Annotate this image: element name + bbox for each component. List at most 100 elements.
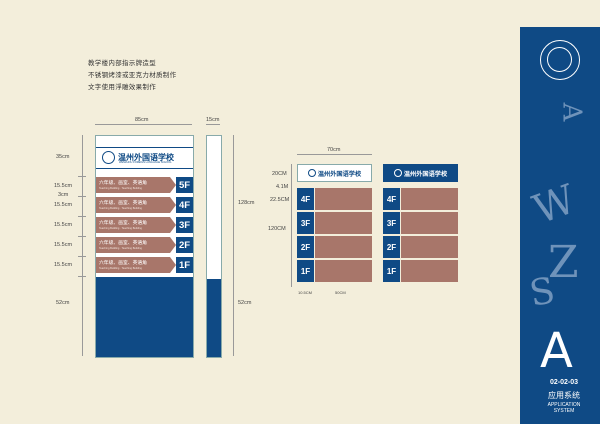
arrow-right-icon xyxy=(170,257,176,273)
section-title-en-1: APPLICATION xyxy=(547,402,581,408)
arrow-right-icon xyxy=(170,237,176,253)
floor-number: 3F xyxy=(176,217,193,233)
right-brand-panel: A W Z S A 02-02-03 应用系统 APPLICATION SYST… xyxy=(520,27,600,424)
dim-tick xyxy=(78,276,86,277)
board-floor-number: 3F xyxy=(297,212,314,234)
school-emblem-icon xyxy=(102,150,115,164)
dim-tick xyxy=(78,256,86,257)
floor-text: 六年级、画室、英语角 xyxy=(99,261,147,266)
floor-text: 六年级、画室、英语角 xyxy=(99,201,147,206)
dim-tick xyxy=(78,196,86,197)
floor-row-1f: 六年级、画室、英语角 Teaching Building · Teaching … xyxy=(96,257,193,273)
description-line-2: 不锈钢烤漆或亚克力材质制作 xyxy=(88,72,177,79)
dim-line-side xyxy=(206,124,220,125)
description-line-3: 文字使用浮雕效果制作 xyxy=(88,84,156,91)
board-row-content xyxy=(315,236,372,258)
deco-letter-a: A xyxy=(556,102,587,122)
section-letter: A xyxy=(540,323,573,379)
dim-128: 128cm xyxy=(238,200,255,206)
dim-tick xyxy=(78,236,86,237)
dim-155c: 15.5cm xyxy=(54,222,73,228)
dim-board-225: 22.5CM xyxy=(270,197,290,203)
main-sign-front: 温州外国语学校 WENZHOU FOREIGN LANGUAGE SCHOOL … xyxy=(95,135,194,358)
dim-vline-board xyxy=(291,164,292,287)
section-title-cn: 应用系统 xyxy=(548,391,580,400)
dim-width-side: 15cm xyxy=(206,117,220,123)
floor-sub: Teaching Building · Teaching Building xyxy=(99,247,142,250)
wall-board-1: 温州外国语学校 4F 3F 2F 1F xyxy=(297,164,372,287)
floor-label: 六年级、画室、英语角 Teaching Building · Teaching … xyxy=(96,237,170,253)
dim-board-20: 20CM xyxy=(272,171,287,177)
dim-tick xyxy=(78,176,86,177)
board-row: 2F xyxy=(297,236,372,258)
dim-vline-side-top xyxy=(233,135,234,278)
board-floor-number: 1F xyxy=(297,260,314,282)
board-floor-number: 2F xyxy=(383,236,400,258)
floor-number: 1F xyxy=(176,257,193,273)
dim-vline-left xyxy=(82,135,83,356)
dim-155d: 15.5cm xyxy=(54,242,73,248)
board-row: 3F xyxy=(297,212,372,234)
floor-row-2f: 六年级、画室、英语角 Teaching Building · Teaching … xyxy=(96,237,193,253)
board-row: 4F xyxy=(297,188,372,210)
board-school-name: 温州外国语学校 xyxy=(317,170,362,178)
sign-top-rule xyxy=(96,147,193,148)
floor-label: 六年级、画室、英语角 Teaching Building · Teaching … xyxy=(96,177,170,193)
floor-sub: Teaching Building · Teaching Building xyxy=(99,227,142,230)
dim-tick xyxy=(78,216,86,217)
floor-text: 六年级、画室、英语角 xyxy=(99,241,147,246)
school-emblem-icon xyxy=(393,169,402,177)
board-floor-number: 4F xyxy=(383,188,400,210)
dim-line-board xyxy=(297,154,372,155)
dim-board-bottom-1: 10.5CM xyxy=(298,290,313,295)
board-row: 3F xyxy=(383,212,458,234)
board-row-content xyxy=(315,260,372,282)
sign-school-name-en: WENZHOU FOREIGN LANGUAGE SCHOOL xyxy=(119,161,172,164)
badge-inner-ring xyxy=(547,47,572,72)
dim-3: 3cm xyxy=(58,192,69,198)
section-title-en-2: SYSTEM xyxy=(553,408,575,414)
board-school-name: 温州外国语学校 xyxy=(403,170,448,178)
section-title-en: APPLICATION SYSTEM xyxy=(532,402,596,414)
floor-number: 4F xyxy=(176,197,193,213)
board-floor-number: 1F xyxy=(383,260,400,282)
board-header: 温州外国语学校 xyxy=(383,164,458,182)
wall-board-2: 温州外国语学校 4F 3F 2F 1F xyxy=(383,164,458,287)
sign-header-rule xyxy=(96,168,193,169)
arrow-right-icon xyxy=(170,217,176,233)
dim-line-width xyxy=(95,124,192,125)
arrow-right-icon xyxy=(170,197,176,213)
school-emblem-icon xyxy=(307,169,316,177)
floor-sub: Teaching Building · Teaching Building xyxy=(99,187,142,190)
dim-board-41: 4.1M xyxy=(276,184,289,190)
floor-row-5f: 六年级、画室、英语角 Teaching Building · Teaching … xyxy=(96,177,193,193)
board-header: 温州外国语学校 xyxy=(297,164,372,182)
side-base xyxy=(207,279,221,357)
dim-board-width: 70cm xyxy=(327,147,341,153)
dim-35: 35cm xyxy=(56,154,70,160)
board-floor-number: 2F xyxy=(297,236,314,258)
floor-label: 六年级、画室、英语角 Teaching Building · Teaching … xyxy=(96,257,170,273)
board-row-content xyxy=(401,236,458,258)
dim-155e: 15.5cm xyxy=(54,262,73,268)
floor-label: 六年级、画室、英语角 Teaching Building · Teaching … xyxy=(96,197,170,213)
board-row-content xyxy=(401,260,458,282)
floor-sub: Teaching Building · Teaching Building xyxy=(99,207,142,210)
floor-number: 5F xyxy=(176,177,193,193)
board-row-content xyxy=(401,212,458,234)
sign-base xyxy=(96,277,193,357)
deco-letter-w: W xyxy=(527,176,582,234)
floor-row-3f: 六年级、画室、英语角 Teaching Building · Teaching … xyxy=(96,217,193,233)
description-line-1: 教学楼内部指示牌造型 xyxy=(88,60,156,67)
floor-number: 2F xyxy=(176,237,193,253)
floor-row-4f: 六年级、画室、英语角 Teaching Building · Teaching … xyxy=(96,197,193,213)
floor-sub: Teaching Building · Teaching Building xyxy=(99,267,142,270)
board-floor-number: 4F xyxy=(297,188,314,210)
dim-board-120: 120CM xyxy=(268,226,286,232)
dim-vline-side-bottom xyxy=(233,278,234,356)
section-code: 02-02-03 xyxy=(549,379,579,386)
board-row: 4F xyxy=(383,188,458,210)
main-sign-side xyxy=(206,135,222,358)
board-row-content xyxy=(315,212,372,234)
board-row-content xyxy=(401,188,458,210)
